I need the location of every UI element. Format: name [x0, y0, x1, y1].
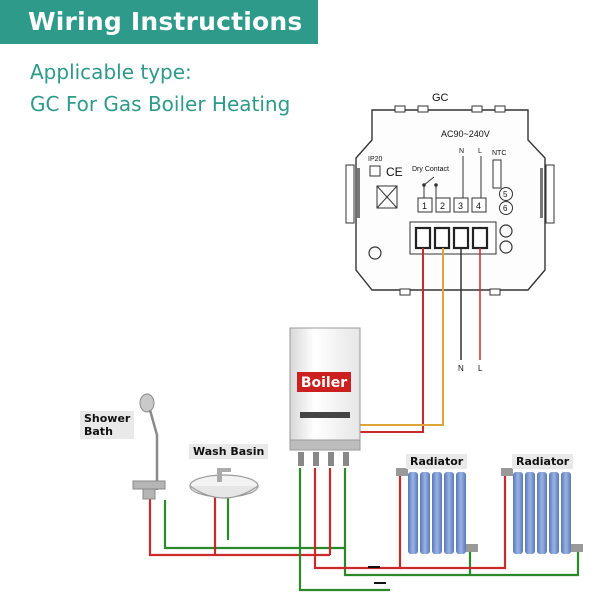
terminal-4-label: 4 [476, 201, 481, 211]
radiator-2-label: Radiator [512, 454, 574, 469]
weee-bin-icon [376, 185, 398, 209]
title-banner: Wiring Instructions [0, 0, 318, 44]
boiler-label: Boiler [301, 375, 347, 391]
radiator-1-label: Radiator [406, 454, 468, 469]
page-title: Wiring Instructions [28, 7, 303, 36]
boiler-label-badge [297, 372, 351, 392]
terminal-5-label: 5 [503, 190, 508, 199]
radiator-1 [396, 468, 478, 554]
thermostat-model-label: GC [432, 92, 449, 104]
terminal-3-label: 3 [458, 201, 463, 211]
piping [148, 468, 580, 592]
terminal-n-label: N [459, 148, 464, 155]
wash-basin-fixture [189, 468, 259, 499]
wash-basin-label: Wash Basin [189, 444, 269, 459]
shower-label-line1: Shower [84, 412, 131, 425]
applicable-type-value: GC For Gas Boiler Heating [30, 92, 291, 116]
terminal-2-label: 2 [440, 201, 445, 211]
shower-fixture [132, 393, 166, 500]
ip-rating-label: IP20 [368, 156, 383, 163]
boiler-unit: Boiler [289, 327, 361, 466]
l-wire-label: L [478, 364, 483, 373]
ce-mark: CE [386, 165, 403, 179]
ntc-label: NTC [492, 150, 506, 157]
shower-label-line2: Bath [84, 425, 113, 438]
terminal-1-label: 1 [422, 201, 427, 211]
applicable-type-label: Applicable type: [30, 60, 192, 84]
n-wire-label: N [458, 364, 464, 373]
terminal-6-label: 6 [503, 204, 508, 213]
thermostat-wires: N L [360, 248, 483, 433]
terminal-l-label: L [478, 148, 482, 155]
shower-bath-label: Shower Bath [80, 411, 135, 439]
thermostat-back-unit: GC AC90~240V IP20 CE Dry Contact N L NTC… [345, 92, 555, 296]
voltage-label: AC90~240V [441, 129, 490, 139]
radiator-2 [501, 468, 583, 554]
dry-contact-label: Dry Contact [412, 166, 449, 173]
